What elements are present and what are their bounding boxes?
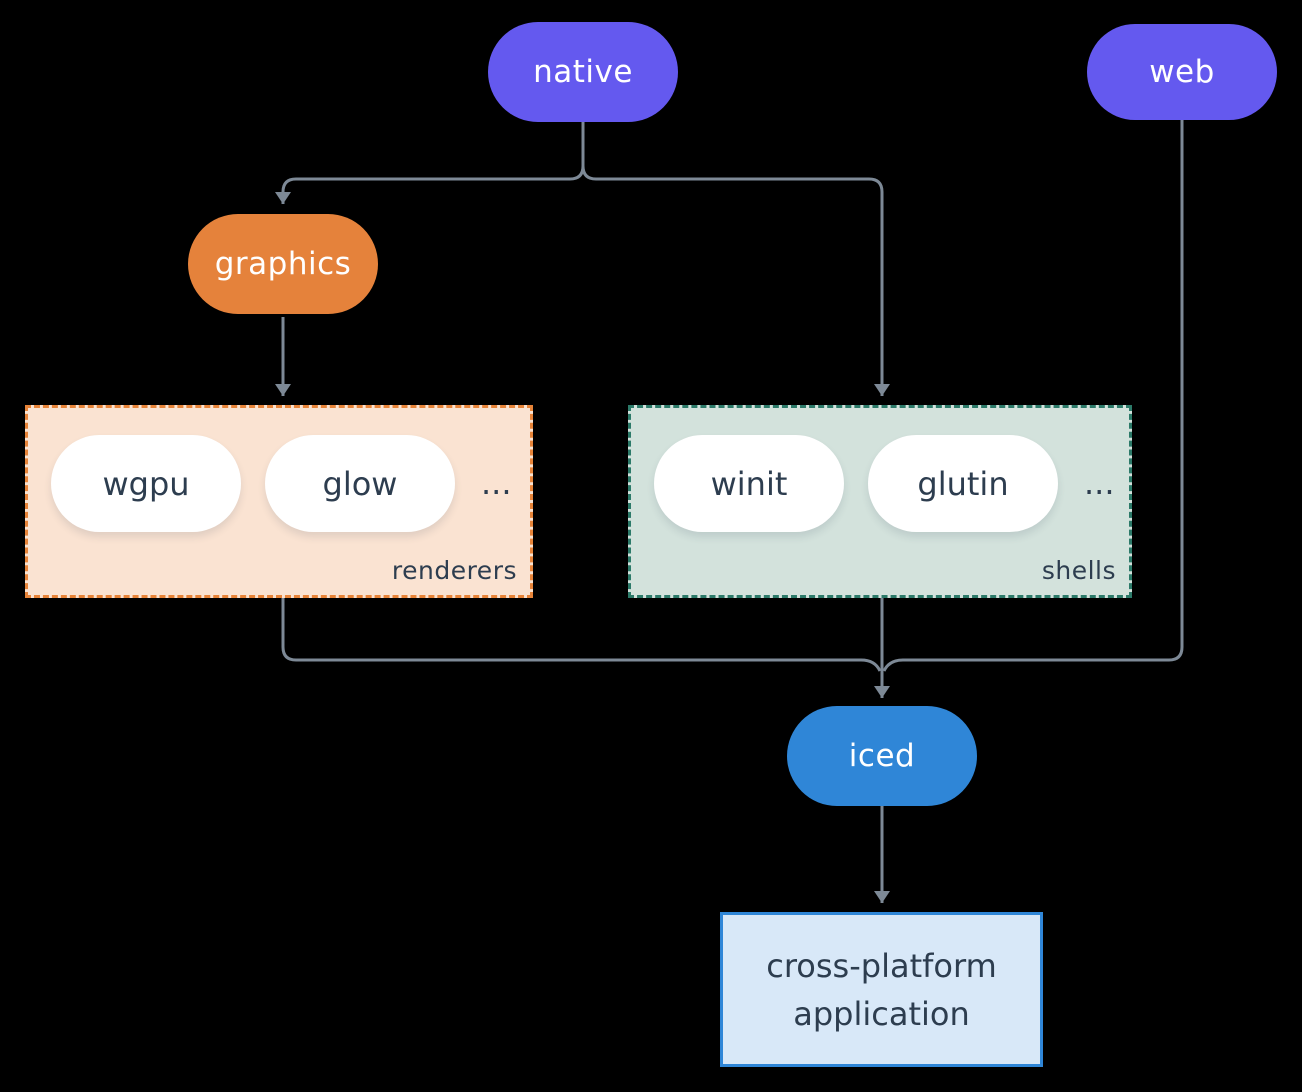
node-winit: winit — [654, 435, 844, 532]
node-glutin: glutin — [868, 435, 1058, 532]
edge-web-iced — [882, 118, 1184, 672]
group-shells-label: shells — [1041, 556, 1116, 585]
node-winit-label: winit — [710, 464, 788, 503]
node-application-label: cross-platform application — [766, 946, 997, 1033]
shells-ellipsis: ... — [1084, 464, 1115, 502]
group-renderers-label: renderers — [391, 556, 517, 585]
node-graphics-label: graphics — [214, 246, 352, 282]
node-iced: iced — [787, 706, 977, 806]
node-web-label: web — [1149, 54, 1215, 90]
edge-native-shells — [581, 122, 890, 396]
node-wgpu: wgpu — [51, 435, 241, 532]
edge-native-graphics — [275, 122, 585, 204]
edge-renderers-iced — [281, 598, 882, 672]
node-glutin-label: glutin — [917, 464, 1009, 503]
node-native: native — [488, 22, 678, 122]
node-graphics: graphics — [188, 214, 378, 314]
group-renderers: wgpu glow ... renderers — [25, 405, 533, 598]
node-glow: glow — [265, 435, 455, 532]
node-cross-platform-application: cross-platform application — [720, 912, 1043, 1067]
node-iced-label: iced — [848, 738, 916, 774]
node-wgpu-label: wgpu — [102, 464, 190, 503]
renderers-ellipsis: ... — [481, 464, 512, 502]
node-native-label: native — [533, 54, 633, 90]
node-glow-label: glow — [322, 464, 398, 503]
group-shells: winit glutin ... shells — [628, 405, 1132, 598]
node-web: web — [1087, 24, 1277, 120]
